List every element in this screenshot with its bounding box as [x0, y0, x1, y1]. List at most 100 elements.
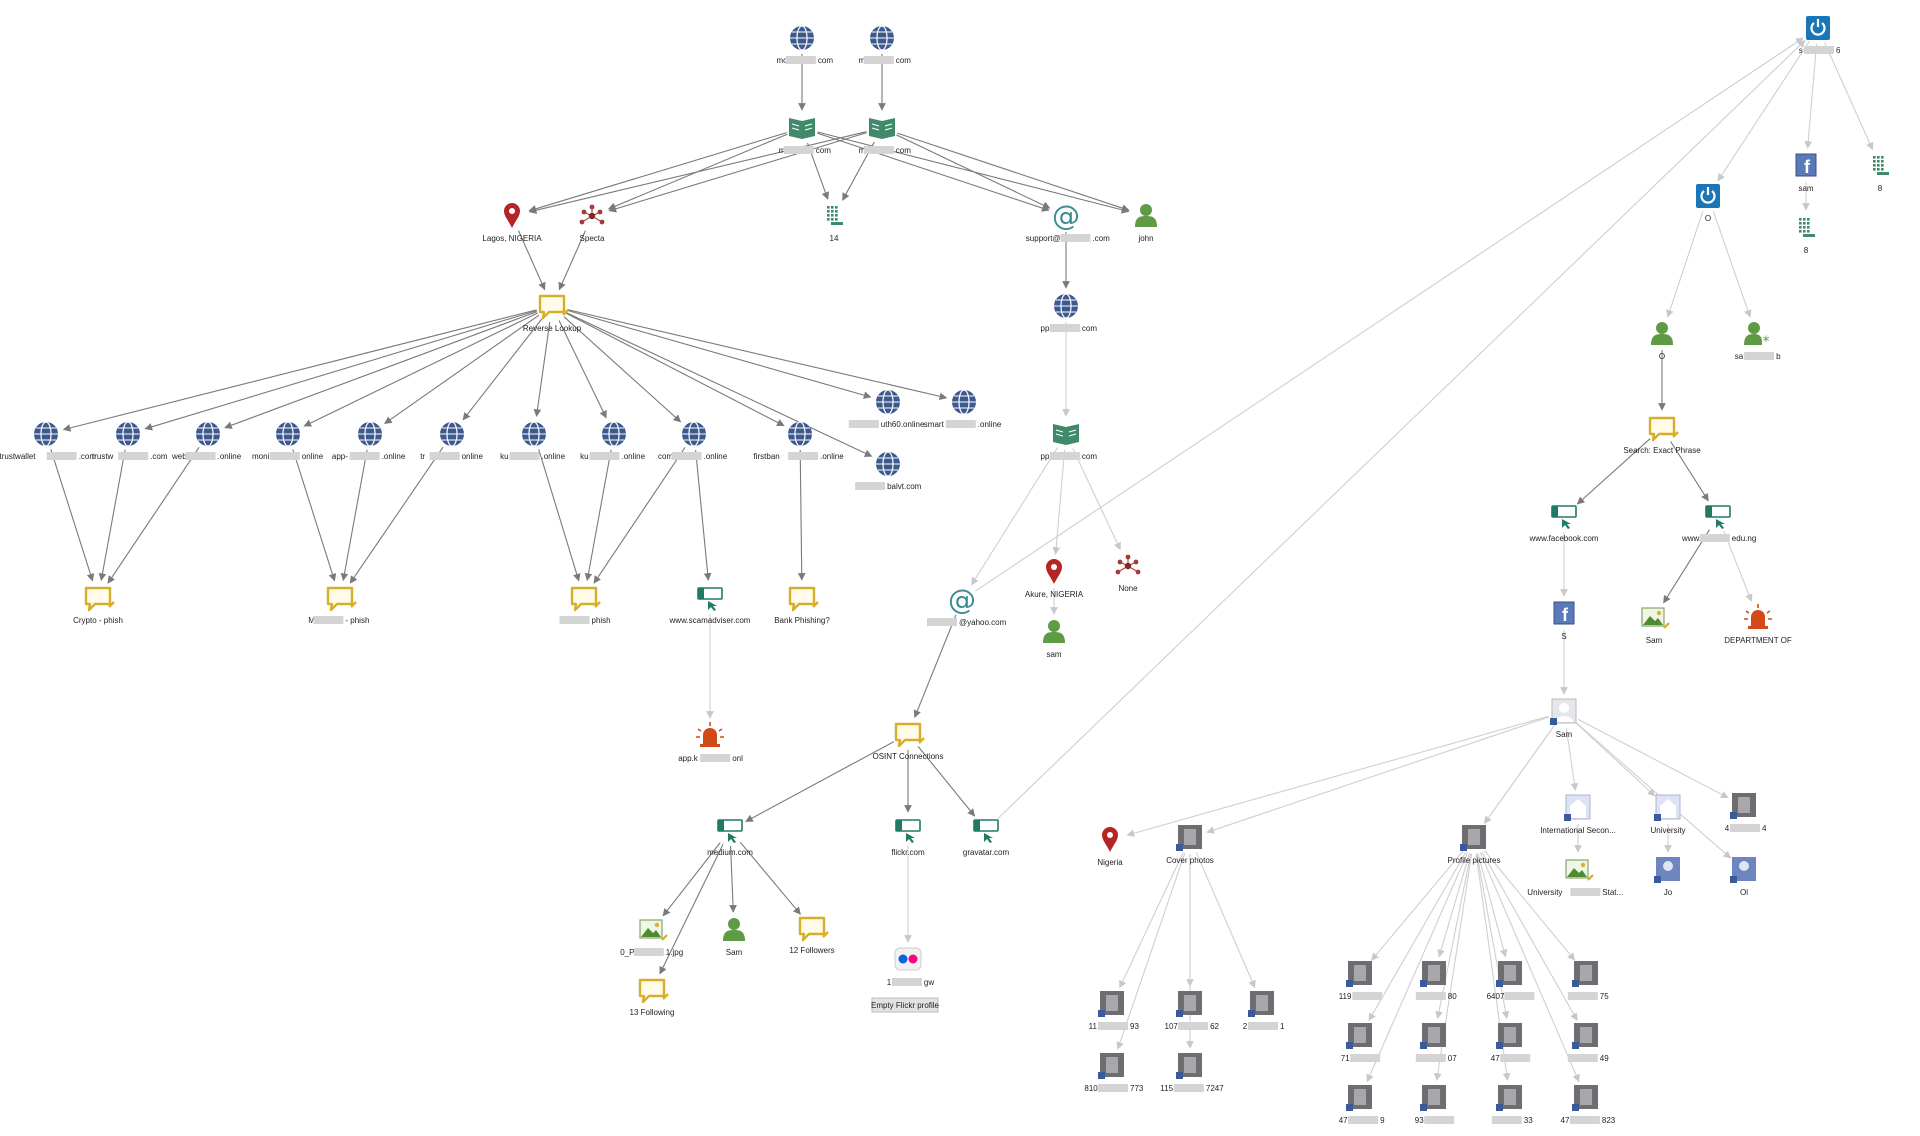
edge-yahoo-osint: [913, 614, 957, 719]
node-yahoo[interactable]: @@yahoo.com: [927, 583, 1007, 627]
node-p1[interactable]: 119: [1339, 961, 1383, 1001]
node-sep[interactable]: Search: Exact Phrase: [1623, 416, 1701, 455]
node-intl[interactable]: International Secon...: [1540, 794, 1616, 835]
node-none[interactable]: None: [1115, 554, 1141, 593]
node-label-suffix: com: [818, 56, 833, 65]
node-p6[interactable]: 07: [1415, 1023, 1457, 1063]
node-label-suffix: 7247: [1206, 1084, 1224, 1093]
node-rev[interactable]: Reverse Lookup: [523, 294, 582, 333]
edge-rev-s8: [558, 320, 607, 419]
node-scam[interactable]: www.scamadviser.com: [669, 587, 751, 625]
node-prof[interactable]: Profile pictures: [1448, 825, 1501, 865]
redaction-bar: [313, 616, 344, 624]
node-ph2[interactable]: 8: [1873, 156, 1889, 193]
node-s2[interactable]: trustw.com: [92, 421, 168, 461]
node-ph3[interactable]: 8: [1799, 218, 1815, 255]
redaction-bar: [1060, 234, 1091, 242]
node-s5[interactable]: app-.online: [332, 421, 406, 461]
node-lagos[interactable]: Lagos, NIGERIA: [482, 203, 542, 243]
node-bank[interactable]: Bank Phishing?: [774, 586, 830, 625]
node-s13[interactable]: balvt.com: [855, 451, 922, 491]
node-dept[interactable]: DEPARTMENT OF: [1724, 604, 1792, 645]
node-pw2[interactable]: O: [1696, 184, 1720, 223]
node-label: ku: [580, 452, 588, 461]
node-p7[interactable]: 47: [1491, 1023, 1531, 1063]
node-flickr[interactable]: flickr.com: [891, 819, 925, 857]
node-s12[interactable]: smart.online: [924, 389, 1002, 429]
node-op[interactable]: O: [1651, 322, 1673, 361]
node-s3[interactable]: web.online: [171, 421, 242, 461]
note-speech-icon: [570, 586, 601, 612]
node-s9[interactable]: com.online: [658, 421, 728, 461]
node-p4[interactable]: 75: [1567, 961, 1609, 1001]
redaction-bar: [1049, 324, 1080, 332]
node-ph1[interactable]: 14: [827, 206, 843, 243]
node-cover[interactable]: Cover photos: [1166, 825, 1214, 865]
node-cph[interactable]: Crypto - phish: [73, 586, 123, 625]
node-s1[interactable]: trustwallet.com: [0, 421, 96, 461]
node-ng[interactable]: Nigeria: [1097, 827, 1123, 867]
node-f13[interactable]: 13 Following: [630, 978, 675, 1017]
photo-thumbnail-icon: [1572, 961, 1598, 987]
node-osint[interactable]: OSINT Connections: [873, 722, 944, 761]
node-grav[interactable]: gravatar.com: [963, 819, 1010, 857]
node-specta[interactable]: Specta: [580, 204, 605, 243]
node-support[interactable]: @support@.com: [1026, 199, 1110, 243]
node-s8[interactable]: ku.online: [580, 421, 646, 461]
edge-pp2-none: [1072, 448, 1121, 551]
node-p2[interactable]: 80: [1415, 961, 1457, 1001]
node-sam1[interactable]: sam: [1043, 620, 1065, 659]
node-p11[interactable]: 33: [1491, 1085, 1533, 1125]
node-medium[interactable]: medium.com: [707, 819, 753, 857]
node-akure[interactable]: Akure, NIGERIA: [1025, 559, 1084, 599]
node-p8[interactable]: 49: [1567, 1023, 1609, 1063]
node-label-suffix: balvt.com: [887, 482, 922, 491]
node-fbS[interactable]: fS: [1553, 601, 1575, 641]
node-ol[interactable]: Ol: [1730, 857, 1756, 897]
node-s10[interactable]: firstban.online: [754, 421, 845, 461]
node-label: 107: [1165, 1022, 1179, 1031]
node-p5[interactable]: 71: [1341, 1023, 1381, 1063]
node-samfb[interactable]: Sam: [1550, 698, 1577, 739]
node-p10[interactable]: 93: [1415, 1085, 1455, 1125]
node-jo[interactable]: Jo: [1654, 857, 1680, 897]
node-fbcom[interactable]: www.facebook.com: [1529, 505, 1599, 543]
globe-icon: [196, 421, 220, 447]
node-imgS[interactable]: Sam: [1641, 607, 1670, 645]
node-eduw[interactable]: www.edu.ng: [1681, 505, 1756, 543]
node-john[interactable]: john: [1135, 204, 1157, 243]
node-s11[interactable]: uth60.online: [848, 389, 925, 429]
node-f12[interactable]: 12 Followers: [789, 916, 835, 955]
node-sam2[interactable]: Sam: [723, 918, 745, 957]
node-kph[interactable]: phish: [559, 586, 611, 625]
network-icon: [1115, 554, 1141, 575]
node-s7[interactable]: ku.online: [500, 421, 566, 461]
node-mph[interactable]: M- phish: [308, 586, 369, 625]
node-p3[interactable]: 6407: [1487, 961, 1535, 1001]
node-univ[interactable]: University: [1650, 794, 1686, 835]
edge-samfb-prof: [1484, 724, 1556, 825]
